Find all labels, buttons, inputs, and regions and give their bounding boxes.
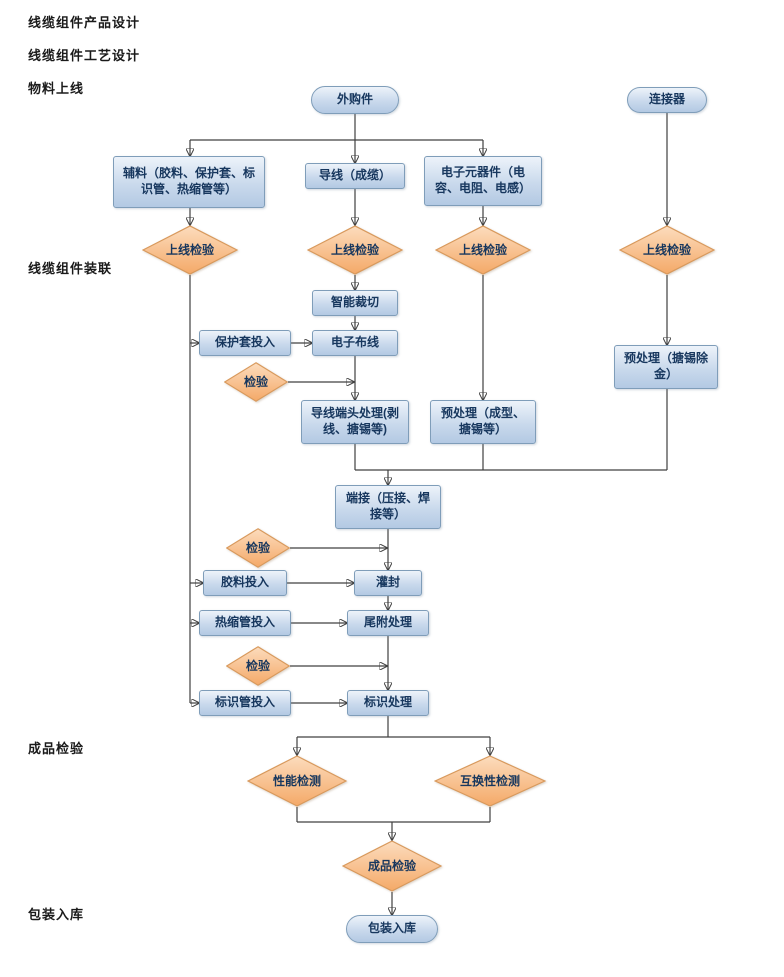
decision-final-product-inspection: 成品检验	[342, 840, 442, 892]
node-label: 电子元器件（电容、电阻、电感）	[434, 165, 531, 195]
node-label: 检验	[245, 658, 270, 673]
node-label: 上线检验	[165, 242, 214, 257]
stage-label-material-online: 物料上线	[28, 81, 85, 96]
node-label: 热缩管投入	[214, 615, 275, 630]
node-label-tube-input: 标识管投入	[199, 690, 291, 716]
decision-inspection-wiring: 检验	[224, 362, 288, 402]
node-label: 检验	[243, 374, 268, 389]
node-label-processing: 标识处理	[347, 690, 429, 716]
node-wire-cable: 导线（成缆）	[305, 163, 405, 189]
stage-label-final-inspection: 成品检验	[28, 741, 85, 756]
node-label: 上线检验	[458, 242, 507, 257]
decision-interchangeability-test: 互换性检测	[434, 755, 546, 807]
node-label: 端接（压接、焊接等）	[345, 491, 430, 521]
node-glue-input: 胶料投入	[203, 570, 287, 596]
node-label: 外购件	[336, 92, 373, 107]
stage-label-product-design: 线缆组件产品设计	[28, 15, 141, 30]
node-wire-end-processing: 导线端头处理(剥线、搪锡等)	[301, 400, 409, 444]
node-label: 性能检测	[272, 773, 321, 788]
node-purchased-parts: 外购件	[311, 86, 399, 114]
decision-inspection-tail: 检验	[226, 646, 290, 686]
node-label: 尾附处理	[363, 615, 412, 630]
node-label: 互换性检测	[459, 773, 520, 788]
node-label: 保护套投入	[214, 335, 275, 350]
decision-online-inspection-connector: 上线检验	[619, 225, 715, 275]
decision-performance-test: 性能检测	[247, 755, 347, 807]
node-label: 灌封	[375, 575, 400, 590]
node-pretreatment-degold: 预处理（搪锡除金）	[614, 345, 718, 389]
node-electronic-components: 电子元器件（电容、电阻、电感）	[424, 156, 542, 206]
node-label: 预处理（搪锡除金）	[623, 351, 708, 381]
node-label: 电子布线	[330, 335, 379, 350]
decision-online-inspection-wire: 上线检验	[307, 225, 403, 275]
node-label: 上线检验	[642, 242, 691, 257]
node-auxiliary-materials: 辅料（胶料、保护套、标识管、热缩管等）	[113, 156, 265, 208]
decision-inspection-termination: 检验	[226, 528, 290, 568]
node-smart-cutting: 智能裁切	[312, 290, 398, 316]
node-label: 预处理（成型、搪锡等）	[440, 406, 525, 436]
node-electronic-wiring: 电子布线	[312, 330, 398, 356]
node-heat-shrink-input: 热缩管投入	[199, 610, 291, 636]
node-label: 导线端头处理(剥线、搪锡等)	[311, 406, 399, 436]
stage-label-packaging: 包装入库	[28, 907, 85, 922]
node-tail-processing: 尾附处理	[347, 610, 429, 636]
node-label: 成品检验	[367, 858, 416, 873]
node-label: 标识管投入	[214, 695, 275, 710]
node-label: 检验	[245, 540, 270, 555]
node-label: 胶料投入	[220, 575, 269, 590]
node-termination: 端接（压接、焊接等）	[335, 485, 441, 529]
stage-label-process-design: 线缆组件工艺设计	[28, 48, 141, 63]
node-label: 标识处理	[363, 695, 412, 710]
stage-label-assembly: 线缆组件装联	[28, 261, 113, 276]
node-label: 辅料（胶料、保护套、标识管、热缩管等）	[122, 166, 255, 196]
node-label: 包装入库	[367, 921, 416, 936]
node-connector: 连接器	[627, 87, 707, 113]
node-label: 导线（成缆）	[318, 168, 391, 183]
node-pretreatment-forming: 预处理（成型、搪锡等）	[430, 400, 536, 444]
node-label: 连接器	[648, 92, 685, 107]
node-sheath-input: 保护套投入	[199, 330, 291, 356]
decision-online-inspection-components: 上线检验	[435, 225, 531, 275]
decision-online-inspection-aux: 上线检验	[142, 225, 238, 275]
node-packaging-storage: 包装入库	[346, 915, 438, 943]
node-label: 智能裁切	[330, 295, 379, 310]
node-potting: 灌封	[354, 570, 422, 596]
node-label: 上线检验	[330, 242, 379, 257]
